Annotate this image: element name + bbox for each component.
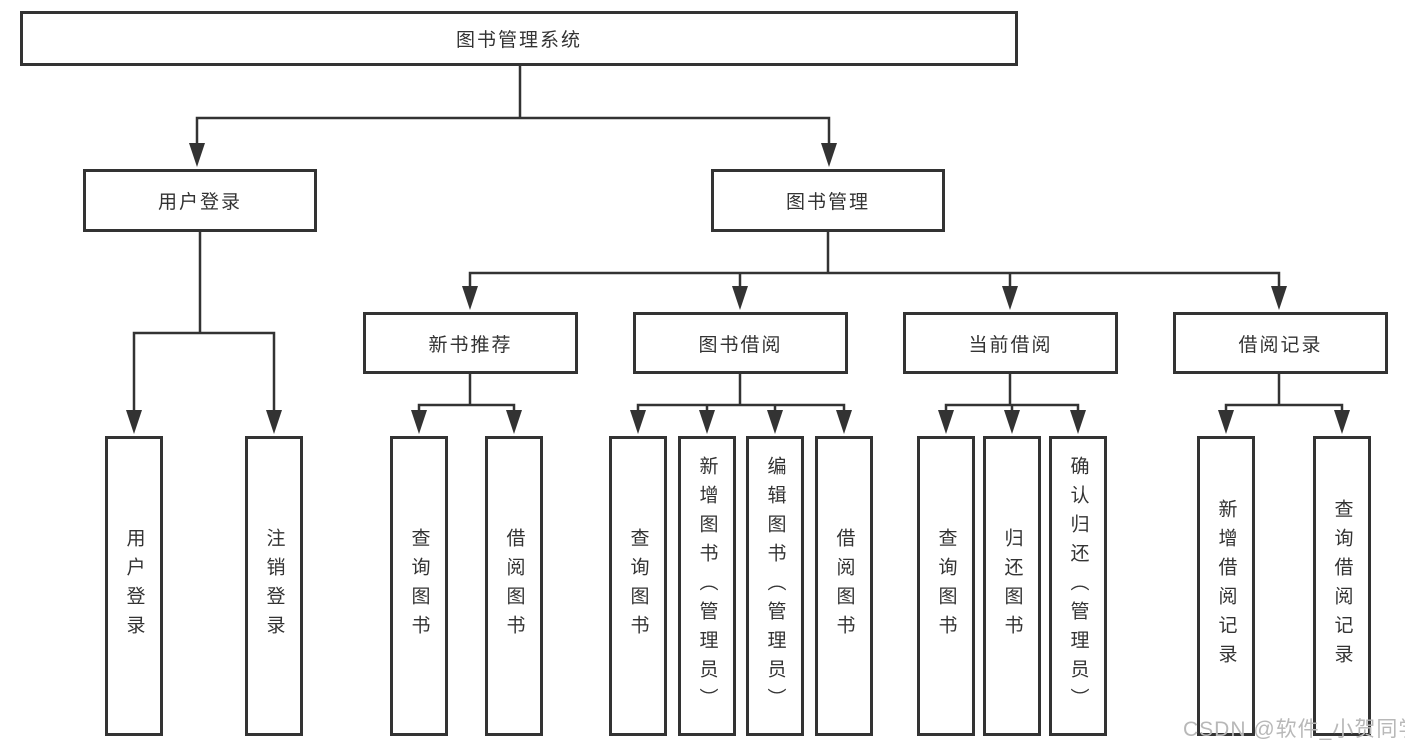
node-label: 图书管理	[785, 192, 870, 213]
connector-book-management	[468, 228, 1281, 291]
node-label: 新增借阅记录	[1215, 499, 1237, 673]
leaf-query-books-borrowing: 查询图书	[609, 436, 667, 736]
node-library-system: 图书管理系统	[20, 11, 1018, 66]
node-current-borrowing: 当前借阅	[903, 312, 1118, 374]
arrow-down-icon	[821, 143, 837, 167]
node-new-book-recommend: 新书推荐	[363, 312, 578, 374]
connector-root	[195, 62, 831, 148]
watermark-csdn: CSDN @软件_小贺同学	[1183, 718, 1405, 741]
leaf-add-borrow-record: 新增借阅记录	[1197, 436, 1255, 736]
arrow-down-icon	[1002, 286, 1018, 310]
node-label: 查询图书	[408, 528, 430, 644]
arrow-down-icon	[767, 410, 783, 434]
arrow-down-icon	[1271, 286, 1287, 310]
leaf-return-books: 归还图书	[983, 436, 1041, 736]
arrow-down-icon	[266, 410, 282, 434]
leaf-borrow-books-borrowing: 借阅图书	[815, 436, 873, 736]
connector-new-book-recommend	[417, 370, 516, 414]
arrow-down-icon	[1004, 410, 1020, 434]
leaf-edit-books-admin: 编辑图书（管理员）	[746, 436, 804, 736]
leaf-query-borrow-record: 查询借阅记录	[1313, 436, 1371, 736]
node-label: 归还图书	[1001, 528, 1023, 644]
leaf-query-books-current: 查询图书	[917, 436, 975, 736]
arrow-down-icon	[732, 286, 748, 310]
connector-user-login	[132, 228, 276, 414]
node-label: 当前借阅	[968, 334, 1053, 356]
node-label: 查询图书	[627, 528, 649, 644]
connector-borrow-records	[1224, 370, 1344, 414]
arrow-down-icon	[938, 410, 954, 434]
node-label: 借阅记录	[1238, 334, 1323, 356]
arrow-down-icon	[411, 410, 427, 434]
node-label: 注销登录	[263, 528, 285, 644]
arrow-down-icon	[630, 410, 646, 434]
node-book-borrowing: 图书借阅	[633, 312, 848, 374]
node-label: 新书推荐	[428, 334, 513, 356]
arrow-down-icon	[1218, 410, 1234, 434]
node-borrow-records: 借阅记录	[1173, 312, 1388, 374]
connector-book-borrowing	[636, 370, 846, 414]
arrow-down-icon	[1070, 410, 1086, 434]
node-label: 查询图书	[935, 528, 957, 644]
node-book-management: 图书管理	[711, 169, 945, 232]
arrow-down-icon	[126, 410, 142, 434]
arrow-down-icon	[506, 410, 522, 434]
arrow-down-icon	[1334, 410, 1350, 434]
node-label: 借阅图书	[833, 528, 855, 644]
node-label: 编辑图书（管理员）	[764, 455, 786, 717]
leaf-query-books-recommend: 查询图书	[390, 436, 448, 736]
node-label: 图书借阅	[698, 334, 783, 356]
leaf-add-books-admin: 新增图书（管理员）	[678, 436, 736, 736]
node-label: 查询借阅记录	[1331, 499, 1353, 673]
node-user-login: 用户登录	[83, 169, 317, 232]
node-label: 图书管理系统	[455, 30, 582, 51]
node-label: 确认归还（管理员）	[1067, 455, 1089, 717]
node-label: 借阅图书	[503, 528, 525, 644]
node-label: 新增图书（管理员）	[696, 455, 718, 717]
arrow-down-icon	[462, 286, 478, 310]
node-label: 用户登录	[157, 192, 242, 213]
arrow-down-icon	[189, 143, 205, 167]
leaf-user-login: 用户登录	[105, 436, 163, 736]
leaf-borrow-books-recommend: 借阅图书	[485, 436, 543, 736]
node-label: 用户登录	[123, 528, 145, 644]
arrow-down-icon	[699, 410, 715, 434]
arrow-down-icon	[836, 410, 852, 434]
connector-current-borrowing	[944, 370, 1080, 414]
leaf-confirm-return-admin: 确认归还（管理员）	[1049, 436, 1107, 736]
leaf-logout: 注销登录	[245, 436, 303, 736]
